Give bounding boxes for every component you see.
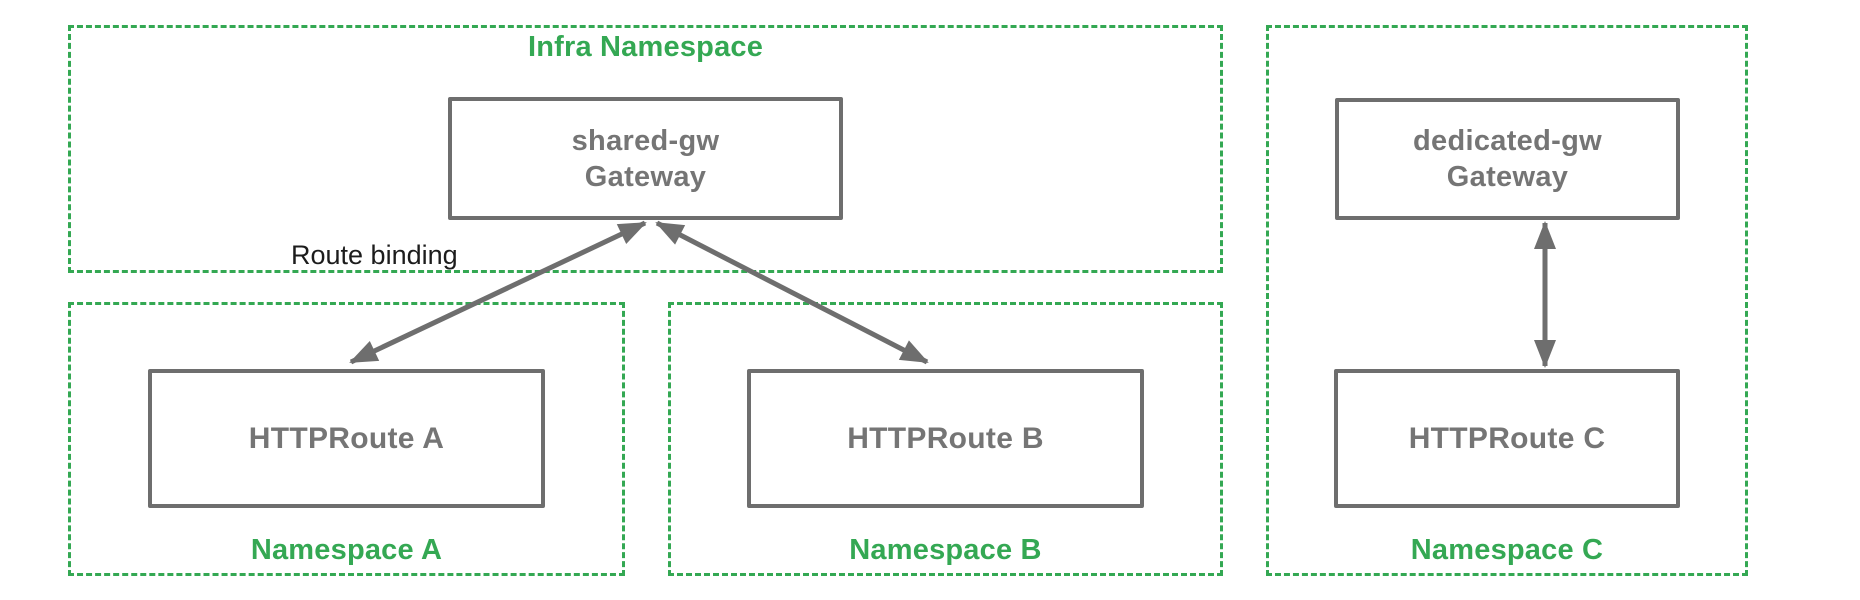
shared-gw-kind: Gateway (584, 160, 707, 193)
namespace-a-container: Namespace A (68, 302, 625, 576)
dedicated-gw-kind: Gateway (1446, 161, 1569, 193)
namespace-b-container: Namespace B (668, 302, 1223, 576)
httproute-a-node: HTTPRoute A (148, 369, 545, 508)
dedicated-gw-name: dedicated-gw (1413, 125, 1602, 157)
httproute-a-label: HTTPRoute A (248, 421, 445, 455)
shared-gw-name: shared-gw (571, 124, 720, 157)
httproute-b-node: HTTPRoute B (747, 369, 1144, 508)
namespace-a-label: Namespace A (250, 534, 443, 566)
httproute-c-label: HTTPRoute C (1408, 421, 1606, 455)
namespace-c-label: Namespace C (1410, 534, 1604, 566)
route-binding-label: Route binding (291, 240, 458, 270)
namespace-b-label: Namespace B (849, 534, 1042, 566)
httproute-c-node: HTTPRoute C (1334, 369, 1680, 508)
infra-namespace-label: Infra Namespace (527, 31, 764, 63)
httproute-b-label: HTTPRoute B (847, 421, 1044, 455)
shared-gw-gateway-node: shared-gw Gateway (448, 97, 843, 220)
namespace-c-container: Namespace C (1266, 25, 1748, 576)
dedicated-gw-gateway-node: dedicated-gw Gateway (1335, 98, 1680, 220)
